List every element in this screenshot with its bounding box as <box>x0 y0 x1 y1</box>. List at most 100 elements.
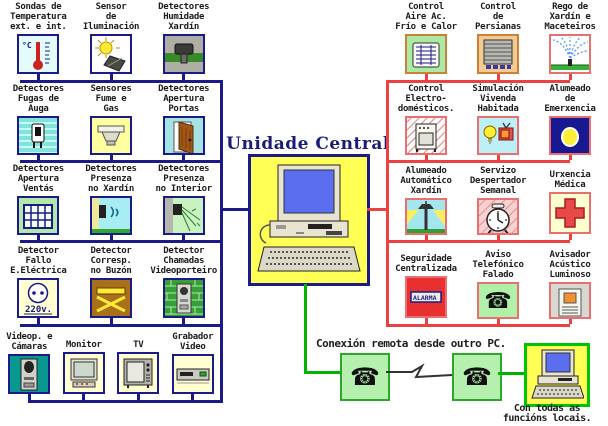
remote-pc-box <box>524 343 590 407</box>
connector-stub <box>136 394 140 400</box>
node-label: Detector Chamadas Videoporteiro <box>150 246 217 276</box>
remote-pc-caption: Con todas as funcións locais. <box>502 403 592 424</box>
garden-lamp-icon <box>405 198 447 235</box>
bulb-tv-icon <box>477 116 519 155</box>
smoke-detector-icon <box>90 116 132 155</box>
node-label: Aviso Telefónico Falado <box>472 250 524 280</box>
sprinkler-icon <box>549 34 591 75</box>
central-unit-box <box>248 154 370 286</box>
connector-stub <box>496 74 500 80</box>
node-label: Detectores Humidade Xardín <box>158 2 210 32</box>
node-apertura-portas: Detectores Apertura Portas <box>147 84 220 160</box>
alarm-clock-icon <box>477 198 519 235</box>
right-row-2: Control Electro- domésticos. Simulación … <box>390 84 606 160</box>
left-bus-vertical <box>220 80 223 403</box>
soil-moisture-icon <box>162 34 205 75</box>
left-bus-row-4 <box>20 324 223 327</box>
right-bus-row-3 <box>388 240 570 243</box>
remote-bus-to-phone1 <box>304 371 342 374</box>
node-simulacion-vivenda: Simulación Vivenda Habitada <box>462 84 534 160</box>
node-label: Rego de Xardín e Maceteiros <box>544 2 596 32</box>
node-aviso-telefonico: Aviso Telefónico Falado ☎ <box>462 250 534 324</box>
monitor-icon <box>62 352 105 394</box>
node-tv: TV <box>111 332 166 400</box>
right-row-4: Seguridade Centralizada ALARMA Aviso Tel… <box>390 250 606 324</box>
connector-stub <box>36 74 40 80</box>
node-label: Sensor de Iluminación <box>82 2 140 32</box>
node-control-aire: Control Aire Ac. Frío e Calor <box>390 2 462 80</box>
node-seguridade-centralizada: Seguridade Centralizada ALARMA <box>390 250 462 324</box>
node-avisador-acustico: Avisador Acústico Luminoso <box>534 250 606 324</box>
left-bus-row-2 <box>20 160 223 163</box>
alarm-label-text: ALARMA <box>413 294 437 302</box>
power-outlet-icon: 220v. <box>17 278 60 319</box>
node-label: Alumeado Automático Xardín <box>400 166 452 196</box>
node-chamadas-videoporteiro: Detector Chamadas Videoporteiro <box>147 246 220 324</box>
telephone-icon: ☎ <box>477 282 519 319</box>
computer-icon <box>257 164 361 272</box>
left-bus-row-5 <box>28 400 223 403</box>
connector-stub <box>424 154 428 160</box>
left-bus-row-1 <box>20 80 223 83</box>
connector-stub <box>109 234 113 240</box>
node-label: Urxencia Médica <box>549 170 591 190</box>
node-fallo-electrico: Detector Fallo E.Eléctrica 220v. <box>2 246 75 324</box>
left-row-1: Sondas de Temperatura ext. e int. °C Sen… <box>2 2 220 80</box>
thermometer-icon: °C <box>17 34 60 75</box>
node-sensor-iluminacion: Sensor de Iluminación <box>75 2 148 80</box>
camera-intercom-icon <box>8 354 51 395</box>
mailbox-icon <box>90 278 132 319</box>
stove-appliance-icon <box>405 116 447 155</box>
node-label: TV <box>133 340 144 350</box>
connector-stub <box>182 318 186 324</box>
phone-icon: ☎ <box>350 363 380 391</box>
right-bus-row-2 <box>388 160 570 163</box>
right-row-3: Alumeado Automático Xardín Servizo Despe… <box>390 166 606 240</box>
connector-stub <box>109 318 113 324</box>
connector-stub <box>182 74 186 80</box>
connector-stub <box>568 154 572 160</box>
motion-sensor-indoor-icon <box>162 196 205 235</box>
vcr-icon <box>171 354 214 395</box>
alarm-box-icon: ALARMA <box>405 276 447 318</box>
node-rego-xardin: Rego de Xardín e Maceteiros <box>534 2 606 80</box>
blinds-icon <box>477 34 519 75</box>
connector-stub <box>27 394 31 400</box>
node-fume-gas: Sensores Fume e Gas <box>75 84 148 160</box>
node-label: Seguridade Centralizada <box>395 254 457 274</box>
node-label: Detector Corresp. no Buzón <box>90 246 132 276</box>
node-label: Monitor <box>65 340 102 350</box>
phone-node-remote: ☎ <box>452 353 502 401</box>
connector-stub <box>496 234 500 240</box>
ac-unit-icon <box>405 34 447 75</box>
remote-bus-to-pc <box>498 372 526 375</box>
node-label: Detector Fallo E.Eléctrica <box>10 246 67 276</box>
motion-sensor-garden-icon <box>90 196 132 235</box>
connector-stub <box>182 234 186 240</box>
node-label: Videop. e Cámaras <box>6 332 53 352</box>
node-grabador-video: Grabador Video <box>166 332 221 400</box>
node-label: Detectores Apertura Portas <box>158 84 210 114</box>
right-bus-row-1 <box>388 80 570 83</box>
node-label: Avisador Acústico Luminoso <box>549 250 591 280</box>
open-door-icon <box>162 116 205 155</box>
left-row-4: Detector Fallo E.Eléctrica 220v. Detecto… <box>2 246 220 324</box>
connector-stub <box>36 234 40 240</box>
remote-pc-icon <box>531 349 584 399</box>
sun-light-sensor-icon <box>90 34 132 75</box>
node-label: Control Electro- domésticos. <box>397 84 455 114</box>
node-correspondencia-buzon: Detector Corresp. no Buzón <box>75 246 148 324</box>
node-monitor: Monitor <box>57 332 112 400</box>
node-label: Detectores Presenza no Xardín <box>85 164 137 194</box>
remote-bus-vertical <box>304 284 307 374</box>
phone-icon: ☎ <box>462 363 492 391</box>
connector-stub <box>424 318 428 324</box>
node-videoporteiro-camaras: Videop. e Cámaras <box>2 332 57 400</box>
node-control-persianas: Control de Persianas <box>462 2 534 80</box>
left-row-3: Detectores Apertura Ventás Detectores Pr… <box>2 164 220 240</box>
left-row-5: Videop. e Cámaras Monitor <box>2 332 220 400</box>
phone-line-zigzag <box>386 363 452 379</box>
tv-icon <box>117 352 160 394</box>
right-row-1: Control Aire Ac. Frío e Calor Control de… <box>390 2 606 80</box>
phone-node-local: ☎ <box>340 353 390 401</box>
